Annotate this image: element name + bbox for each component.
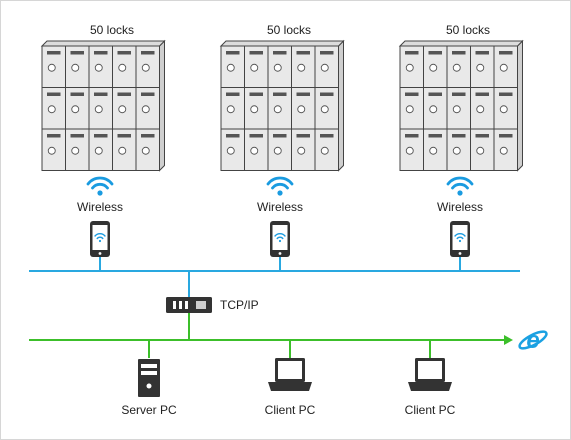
locker-bank: [40, 39, 166, 172]
laptop-icon: [268, 358, 312, 391]
locker-door: [399, 128, 424, 171]
locker-group-label: 50 locks: [266, 23, 312, 37]
smartphone-icon: [90, 221, 110, 257]
wifi-icon: [86, 176, 114, 196]
tcpip-label: TCP/IP: [220, 298, 259, 312]
locker-door: [423, 45, 448, 88]
locker-door: [493, 87, 518, 130]
locker-door: [446, 128, 471, 171]
locker-door: [112, 128, 137, 171]
locker-door: [135, 45, 160, 88]
locker-door: [493, 45, 518, 88]
locker-bank: [398, 39, 524, 172]
locker-door: [135, 128, 160, 171]
locker-door: [314, 45, 339, 88]
locker-door: [267, 128, 292, 171]
locker-door: [423, 87, 448, 130]
locker-door: [244, 87, 269, 130]
laptop-icon: [408, 358, 452, 391]
locker-bank: [219, 39, 345, 172]
locker-door: [112, 45, 137, 88]
locker-door: [399, 87, 424, 130]
locker-door: [244, 128, 269, 171]
locker-door: [470, 45, 495, 88]
locker-door: [88, 128, 113, 171]
locker-door: [470, 87, 495, 130]
locker-door: [291, 87, 316, 130]
svg-text:e: e: [526, 327, 539, 354]
locker-door: [314, 87, 339, 130]
locker-door: [399, 45, 424, 88]
smartphone-icon: [450, 221, 470, 257]
locker-door: [291, 128, 316, 171]
locker-door: [135, 87, 160, 130]
wireless-label: Wireless: [76, 200, 124, 214]
locker-door: [112, 87, 137, 130]
internet-explorer-icon: e: [518, 327, 548, 354]
locker-door: [220, 128, 245, 171]
locker-door: [220, 45, 245, 88]
client-pc-label: Client PC: [264, 403, 316, 417]
wireless-label: Wireless: [436, 200, 484, 214]
server-pc-label: Server PC: [121, 403, 177, 417]
locker-door: [220, 87, 245, 130]
locker-door: [314, 128, 339, 171]
locker-door: [446, 87, 471, 130]
locker-door: [41, 128, 66, 171]
locker-door: [267, 87, 292, 130]
locker-door: [65, 45, 90, 88]
locker-group-label: 50 locks: [445, 23, 491, 37]
client-pc-label: Client PC: [404, 403, 456, 417]
smartphone-icon: [270, 221, 290, 257]
locker-door: [88, 45, 113, 88]
locker-door: [88, 87, 113, 130]
locker-door: [493, 128, 518, 171]
wireless-label: Wireless: [256, 200, 304, 214]
network-converter-icon: [166, 297, 212, 313]
locker-door: [244, 45, 269, 88]
wifi-icon: [446, 176, 474, 196]
locker-door: [423, 128, 448, 171]
locker-door: [41, 45, 66, 88]
locker-door: [267, 45, 292, 88]
locker-door: [470, 128, 495, 171]
wifi-icon: [266, 176, 294, 196]
locker-door: [41, 87, 66, 130]
locker-group-label: 50 locks: [89, 23, 135, 37]
locker-door: [65, 87, 90, 130]
arrow-head: [504, 335, 513, 345]
locker-door: [65, 128, 90, 171]
locker-door: [446, 45, 471, 88]
locker-door: [291, 45, 316, 88]
server-tower-icon: [138, 359, 160, 397]
